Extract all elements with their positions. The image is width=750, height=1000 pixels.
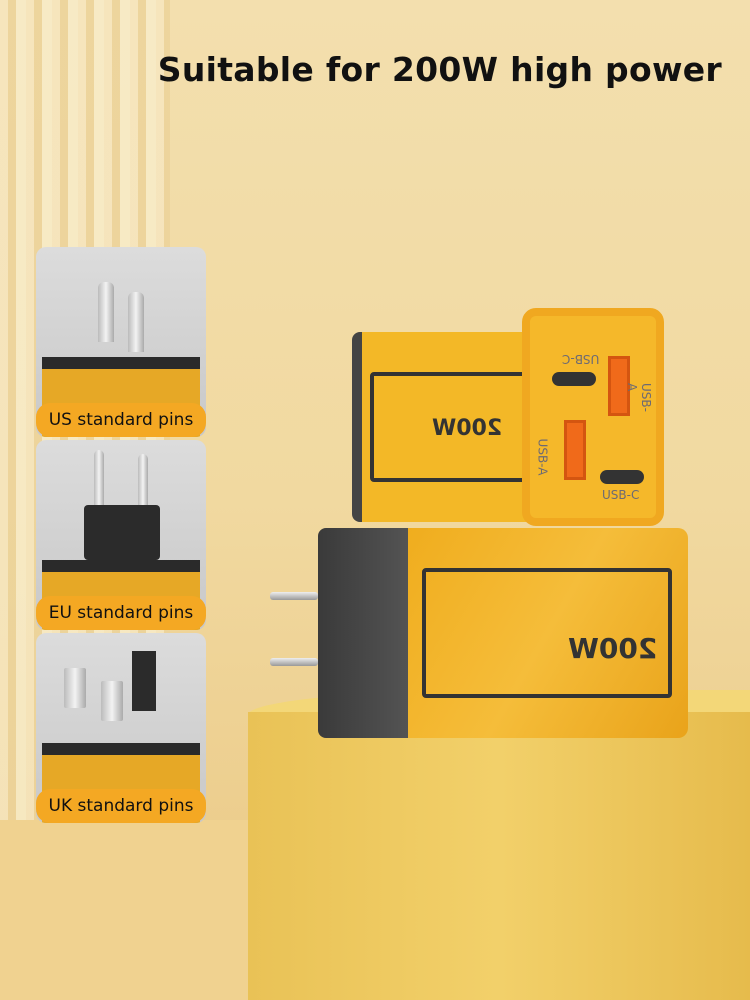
uk-pins-card: UK standard pins xyxy=(36,633,206,823)
usb-a-label: USB-A xyxy=(625,383,653,412)
usb-c-label: USB-C xyxy=(602,488,640,502)
usb-c-label: USB-C xyxy=(562,352,600,366)
wattage-label: 200W xyxy=(568,632,658,665)
us-pin-icon xyxy=(98,282,114,342)
pin-card-label: US standard pins xyxy=(36,403,206,437)
charger-side: 200W xyxy=(352,332,542,522)
eu-pins-card: EU standard pins xyxy=(36,440,206,630)
uk-pin-icon xyxy=(101,681,123,721)
small-charger: 200W USB-C USB-A USB-A USB-C xyxy=(352,308,664,526)
pin-card-label: UK standard pins xyxy=(36,789,206,823)
usb-c-port[interactable] xyxy=(552,372,596,386)
eu-pin-icon xyxy=(94,450,104,510)
wattage-label: 200W xyxy=(432,416,503,441)
pin-card-label: EU standard pins xyxy=(36,596,206,630)
eu-plug-base xyxy=(84,505,160,560)
pedestal xyxy=(248,712,750,1000)
usb-c-port[interactable] xyxy=(600,470,644,484)
charger-plug-side xyxy=(318,528,414,738)
uk-pin-icon xyxy=(64,668,86,708)
headline: Suitable for 200W high power xyxy=(157,50,722,89)
decorative-frame xyxy=(422,568,672,698)
usb-a-port[interactable] xyxy=(564,420,586,480)
charger-front: 200W xyxy=(408,528,688,738)
uk-earth-pin-icon xyxy=(132,651,156,711)
us-pins-card: US standard pins xyxy=(36,247,206,437)
usb-a-port[interactable] xyxy=(608,356,630,416)
us-prong-icon xyxy=(270,658,318,666)
eu-pin-icon xyxy=(138,454,148,514)
usb-a-label: USB-A xyxy=(535,438,550,476)
us-pin-icon xyxy=(128,292,144,352)
large-charger: 200W xyxy=(270,528,688,738)
us-prong-icon xyxy=(270,592,318,600)
port-face: USB-C USB-A USB-A USB-C xyxy=(522,308,664,526)
